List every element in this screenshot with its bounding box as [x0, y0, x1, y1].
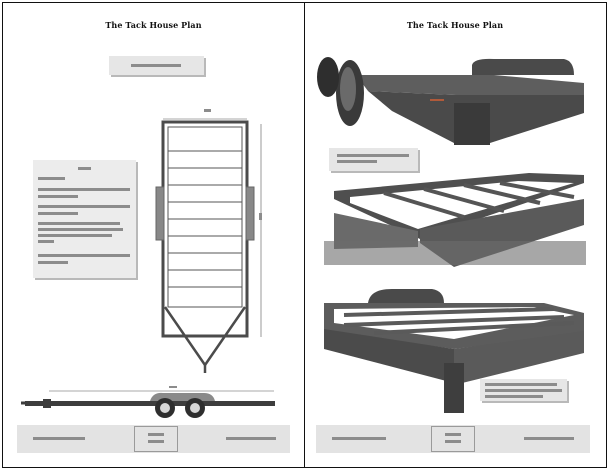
figure-caption-plate [109, 56, 204, 75]
notes-heading-placeholder [78, 167, 91, 170]
book-spread: The Tack House Plan [2, 2, 607, 468]
page-stamp-box [134, 426, 178, 452]
page-stamp-box [431, 426, 475, 452]
left-page-title: The Tack House Plan [105, 20, 202, 30]
render-caption-plate-2 [480, 379, 567, 401]
trailer-frame-top-view [155, 109, 262, 373]
left-page: The Tack House Plan [3, 3, 305, 467]
trailer-drawings [21, 109, 275, 418]
right-page: The Tack House Plan [304, 3, 606, 467]
trailer-renderings [317, 57, 586, 413]
right-page-footer [316, 425, 590, 453]
left-page-footer [17, 425, 290, 453]
render-caption-plate-1 [329, 148, 418, 171]
trailer-3d-frame-overview [324, 173, 586, 267]
trailer-side-view [21, 386, 275, 418]
right-page-title: The Tack House Plan [406, 20, 504, 30]
notes-panel [33, 160, 136, 278]
trailer-3d-wheel-corner [317, 57, 584, 145]
caption-text-placeholder [131, 64, 181, 67]
trailer-3d-rear-corner [324, 289, 584, 413]
